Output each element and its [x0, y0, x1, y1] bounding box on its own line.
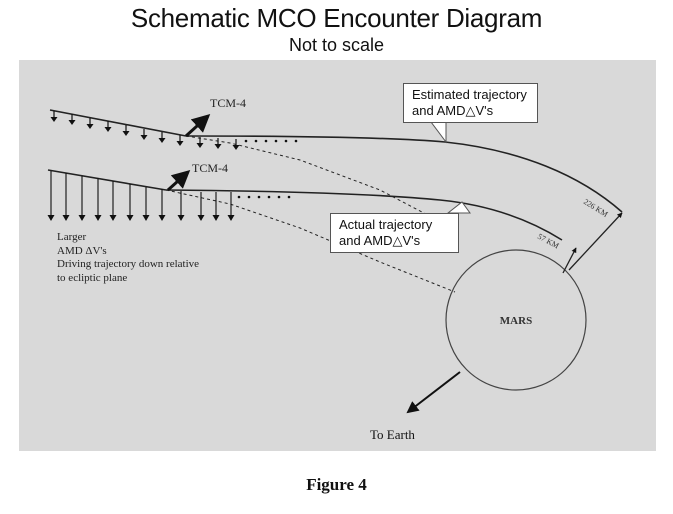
delta-v-arrowhead-icon [158, 138, 166, 143]
actual-trajectory-curve [165, 189, 563, 241]
dot [244, 139, 248, 143]
delta-v-arrowhead-icon [232, 145, 240, 150]
delta-v-arrowhead-icon [227, 215, 235, 221]
delta-v-arrowhead-icon [104, 127, 112, 132]
to-earth-label: To Earth [370, 427, 415, 442]
estimated-callout-line1: Estimated trajectory [412, 87, 527, 102]
delta-v-arrowhead-icon [62, 215, 70, 221]
delta-v-arrowhead-icon [177, 215, 185, 221]
actual-callout-pointer [446, 201, 471, 214]
delta-v-arrowhead-icon [212, 215, 220, 221]
delta-v-arrowhead-icon [214, 144, 222, 149]
delta-v-arrowhead-icon [50, 117, 58, 122]
delta-v-arrowhead-icon [94, 215, 102, 221]
altitude-actual-label: 57 KM [536, 232, 560, 251]
actual-dashed-projection [165, 189, 456, 293]
dot [267, 195, 271, 199]
delta-v-arrowhead-icon [109, 215, 117, 221]
delta-v-arrowhead-icon [86, 124, 94, 129]
dot [287, 195, 291, 199]
upper-dotted-continuation [244, 139, 298, 143]
estimated-trajectory-curve [185, 135, 623, 213]
actual-callout-line2: and AMD△V's [339, 233, 421, 248]
tcm-lower-arrow-icon [166, 169, 191, 192]
altitude-estimated-arrow-icon [568, 212, 623, 271]
dot [284, 139, 288, 143]
note-line: AMD ΔV's [57, 244, 107, 257]
note-line: to ecliptic plane [57, 271, 128, 284]
tcm-upper-label: TCM-4 [210, 96, 246, 110]
dot [294, 139, 298, 143]
figure-caption: Figure 4 [306, 475, 367, 494]
actual-callout: Actual trajectory and AMD△V's [330, 213, 459, 253]
dot [264, 139, 268, 143]
dot [254, 139, 258, 143]
delta-v-arrowhead-icon [176, 141, 184, 146]
delta-v-arrowhead-icon [142, 215, 150, 221]
note-line: Larger [57, 231, 87, 243]
delta-v-arrowhead-icon [140, 135, 148, 140]
actual-trajectory [47, 169, 563, 293]
delta-v-arrowhead-icon [126, 215, 134, 221]
estimated-approach-line [49, 109, 187, 137]
estimated-callout: Estimated trajectory and AMD△V's [403, 83, 538, 123]
delta-v-arrowhead-icon [196, 143, 204, 148]
actual-callout-line1: Actual trajectory [339, 217, 433, 232]
mars-circle [445, 249, 587, 391]
tcm-lower-label: TCM-4 [192, 161, 228, 175]
lower-dotted-continuation [237, 195, 291, 199]
altitude-actual-arrow-icon [562, 247, 577, 274]
diagram-title: Schematic MCO Encounter Diagram [130, 3, 543, 33]
estimated-dashed-projection [185, 135, 461, 233]
to-earth-arrow-icon [406, 371, 461, 414]
mars-label: MARS [500, 315, 532, 327]
note-line: Driving trajectory down relative [57, 258, 200, 270]
tcm-upper-arrow-icon [184, 113, 211, 138]
delta-v-arrowhead-icon [47, 215, 55, 221]
dot [277, 195, 281, 199]
delta-v-arrowhead-icon [78, 215, 86, 221]
lower-delta-v-arrows [47, 171, 235, 221]
diagram-subtitle: Not to scale [288, 35, 385, 55]
estimated-trajectory [49, 109, 623, 233]
delta-v-arrowhead-icon [68, 120, 76, 125]
dot [247, 195, 251, 199]
dot [274, 139, 278, 143]
estimated-callout-line2: and AMD△V's [412, 103, 494, 118]
actual-approach-line [47, 169, 167, 191]
dot [237, 195, 241, 199]
upper-delta-v-arrows [50, 111, 240, 150]
delta-v-note: Larger AMD ΔV's Driving trajectory down … [57, 231, 199, 285]
dot [257, 195, 261, 199]
delta-v-arrowhead-icon [197, 215, 205, 221]
altitude-estimated-label: 226 KM [582, 197, 610, 219]
delta-v-arrowhead-icon [158, 215, 166, 221]
delta-v-arrowhead-icon [122, 131, 130, 136]
